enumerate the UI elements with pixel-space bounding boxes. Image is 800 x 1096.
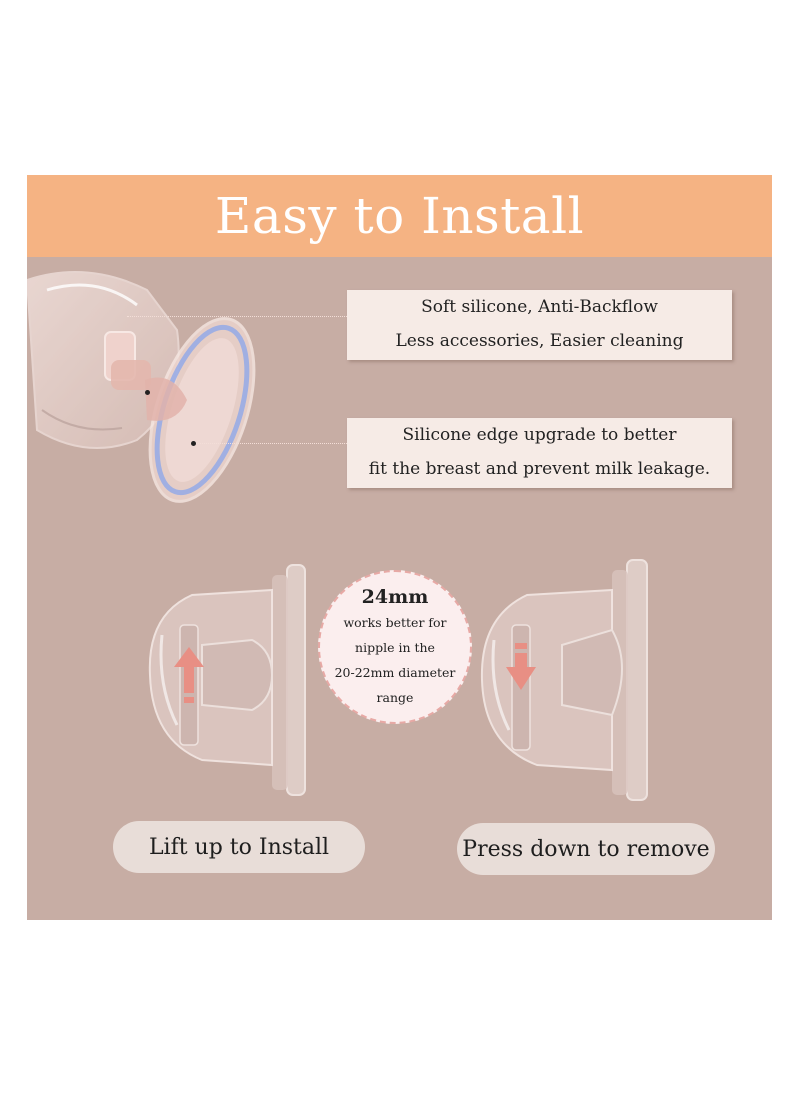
cup-install-image <box>148 564 306 796</box>
badge-line4: range <box>376 690 414 705</box>
title-banner: Easy to Install <box>27 175 772 257</box>
callout-leader-1 <box>127 316 347 317</box>
size-badge: 24mm works better for nipple in the 20-2… <box>318 570 472 724</box>
banner-title: Easy to Install <box>214 187 585 245</box>
cup-remove-image <box>480 559 648 801</box>
arrow-up-icon <box>174 647 204 703</box>
callout-marker-2 <box>191 441 196 446</box>
arrow-down-icon <box>506 643 536 690</box>
callout-marker-1 <box>145 390 150 395</box>
remove-step-label: Press down to remove <box>457 823 715 875</box>
flange-image <box>27 271 256 503</box>
badge-line3: 20-22mm diameter <box>334 665 456 680</box>
callout-valve: Soft silicone, Anti-Backflow Less access… <box>347 290 732 360</box>
badge-line1: works better for <box>343 615 447 630</box>
badge-size: 24mm <box>361 586 429 608</box>
product-panel: Easy to Install Soft silicone, Anti-Back… <box>27 175 772 920</box>
callout-edge-line1: Silicone edge upgrade to better <box>402 425 677 445</box>
install-step-label: Lift up to Install <box>113 821 365 873</box>
callout-edge: Silicone edge upgrade to better fit the … <box>347 418 732 488</box>
callout-valve-line1: Soft silicone, Anti-Backflow <box>421 297 658 317</box>
remove-step-text: Press down to remove <box>462 836 710 862</box>
callout-valve-line2: Less accessories, Easier cleaning <box>395 331 684 351</box>
install-step-text: Lift up to Install <box>148 834 330 860</box>
callout-leader-2 <box>195 443 347 444</box>
badge-line2: nipple in the <box>355 640 435 655</box>
callout-edge-line2: fit the breast and prevent milk leakage. <box>368 459 711 479</box>
